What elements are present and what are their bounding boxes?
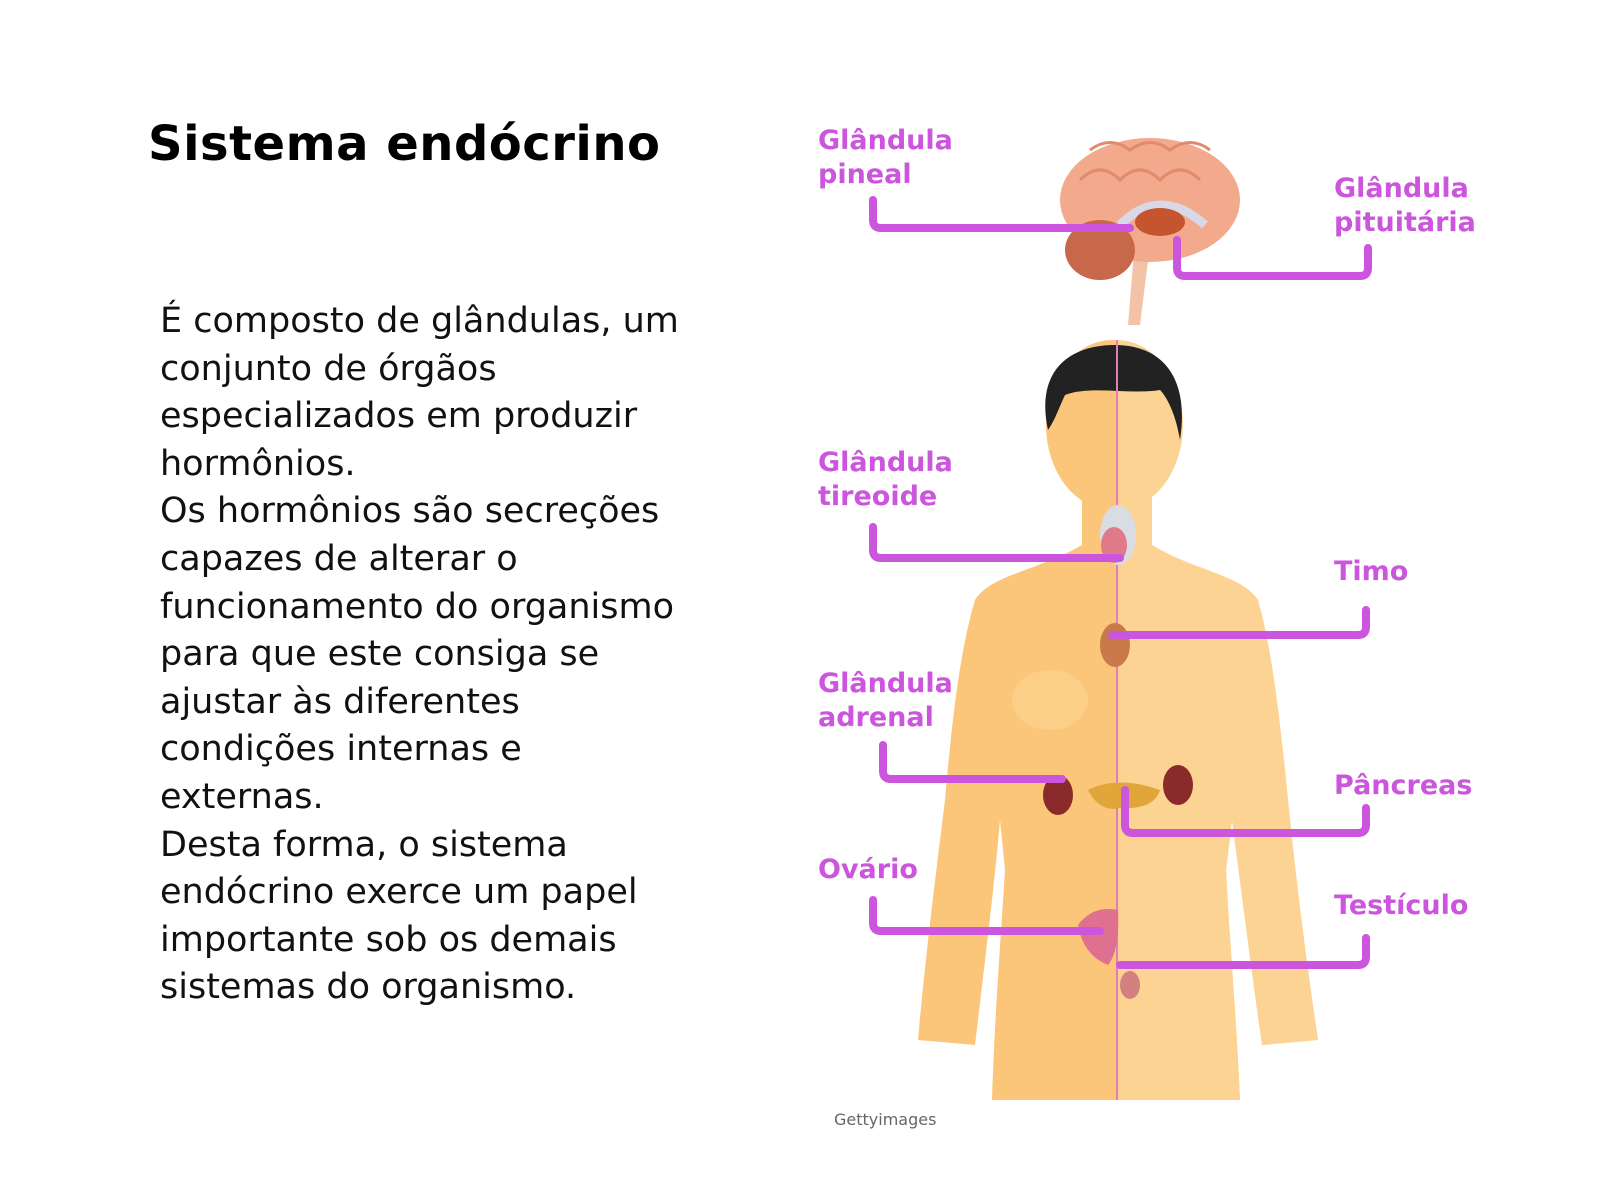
label-pineal: Glândula pineal <box>818 124 953 192</box>
label-line: Glândula <box>818 125 953 156</box>
text-line: sistemas do organismo. <box>160 967 577 1008</box>
label-line: Glândula <box>1334 173 1469 204</box>
label-pituitaria: Glândula pituitária <box>1334 172 1476 240</box>
label-line: pineal <box>818 159 912 190</box>
label-line: tireoide <box>818 481 938 512</box>
label-adrenal: Glândula adrenal <box>818 667 953 735</box>
text-line: condições internas e <box>160 729 522 770</box>
text-line: importante sob os demais <box>160 919 617 960</box>
label-line: adrenal <box>818 702 934 733</box>
text-line: hormônios. <box>160 443 356 484</box>
label-line: Timo <box>1334 556 1409 587</box>
label-testiculo: Testículo <box>1334 889 1468 923</box>
label-line: Glândula <box>818 668 953 699</box>
text-line: capazes de alterar o <box>160 538 518 579</box>
text-line: especializados em produzir <box>160 396 638 437</box>
label-tireoide: Glândula tireoide <box>818 446 953 514</box>
text-line: funcionamento do organismo <box>160 586 675 627</box>
leader-line-pancreas <box>1121 786 1370 837</box>
label-pancreas: Pâncreas <box>1334 769 1472 803</box>
slide-title: Sistema endócrino <box>148 116 661 172</box>
leader-line-pituitaria <box>1173 236 1372 280</box>
label-ovario: Ovário <box>818 853 918 887</box>
description-paragraph: É composto de glândulas, um conjunto de … <box>160 298 679 1012</box>
label-line: Ovário <box>818 854 918 885</box>
label-line: Glândula <box>818 447 953 478</box>
body-illustration <box>918 340 1318 1100</box>
text-line: Os hormônios são secreções <box>160 491 660 532</box>
label-line: Pâncreas <box>1334 770 1473 801</box>
text-line: para que este consiga se <box>160 634 600 675</box>
leader-line-pineal <box>869 196 1134 232</box>
leader-line-adrenal <box>879 741 1066 783</box>
text-line: É composto de glândulas, um <box>160 301 679 341</box>
text-line: endócrino exerce um papel <box>160 872 638 913</box>
text-line: conjunto de órgãos <box>160 348 497 389</box>
text-line: ajustar às diferentes <box>160 681 520 722</box>
leader-line-timo <box>1108 606 1370 639</box>
text-line: externas. <box>160 776 324 817</box>
label-line: pituitária <box>1334 207 1476 238</box>
image-credit: Gettyimages <box>834 1110 937 1129</box>
label-timo: Timo <box>1334 555 1408 589</box>
leader-line-testiculo <box>1116 934 1370 969</box>
leader-line-ovario <box>869 896 1104 935</box>
label-line: Testículo <box>1334 890 1469 921</box>
text-line: Desta forma, o sistema <box>160 824 568 865</box>
leader-line-tireoide <box>869 523 1124 562</box>
